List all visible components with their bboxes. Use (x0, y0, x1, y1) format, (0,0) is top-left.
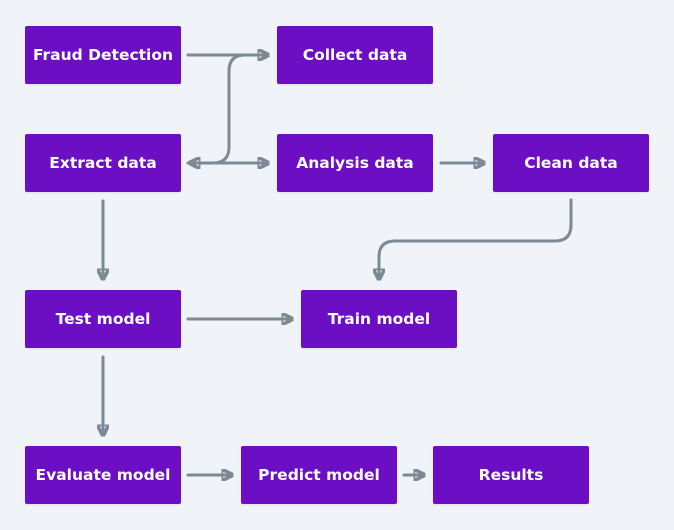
node-results: Results (433, 446, 589, 504)
node-label: Train model (327, 310, 431, 328)
node-label: Predict model (258, 466, 380, 484)
node-label: Analysis data (296, 154, 414, 172)
node-label: Collect data (302, 46, 408, 64)
node-label: Clean data (524, 154, 618, 172)
node-test-model: Test model (25, 290, 181, 348)
node-analysis-data: Analysis data (277, 134, 433, 192)
node-extract-data: Extract data (25, 134, 181, 192)
arrow-collect-data-to-extract-data (191, 53, 269, 163)
node-label: Extract data (49, 154, 157, 172)
arrow-clean-data-to-train-model (379, 198, 573, 278)
node-train-model: Train model (301, 290, 457, 348)
node-label: Fraud Detection (32, 46, 174, 64)
node-clean-data: Clean data (493, 134, 649, 192)
node-evaluate-model: Evaluate model (25, 446, 181, 504)
node-predict-model: Predict model (241, 446, 397, 504)
node-label: Test model (55, 310, 151, 328)
node-label: Results (478, 466, 544, 484)
node-collect-data: Collect data (277, 26, 433, 84)
node-fraud-detection: Fraud Detection (25, 26, 181, 84)
node-label: Evaluate model (35, 466, 171, 484)
